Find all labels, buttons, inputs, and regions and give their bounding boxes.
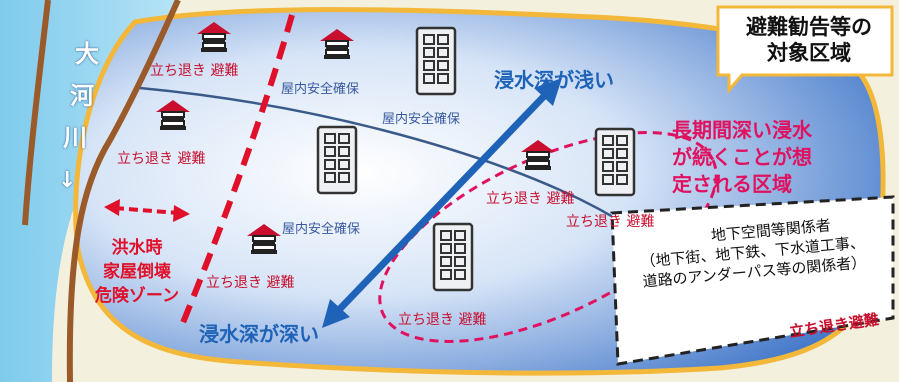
riverbank-right	[66, 0, 181, 382]
depth-arrow-icon	[322, 78, 562, 328]
danger-zone-label: 洪水時 家屋倒壊 危険ゾーン	[94, 238, 180, 306]
target-area-label: 避難勧告等の 対象区域	[746, 15, 872, 65]
evac-label-right-building: 立ち退き 避難	[566, 214, 655, 230]
indoor-label-building: 屋内安全確保	[382, 112, 461, 127]
evac-label-right-house: 立ち退き 避難	[486, 191, 575, 207]
evac-label-bottom: 立ち退き 避難	[206, 275, 295, 291]
river-char-2: 河	[70, 82, 94, 110]
callout-box	[716, 5, 894, 95]
evac-label-bottom-building: 立ち退き 避難	[398, 312, 487, 328]
riverbank-left	[22, 0, 51, 226]
building-icon	[415, 26, 457, 96]
evac-label-top: 立ち退き 避難	[150, 63, 239, 79]
shallow-depth-label: 浸水深が浅い	[494, 68, 614, 92]
deep-depth-label: 浸水深が深い	[199, 322, 319, 346]
building-icon	[432, 222, 474, 292]
underground-box	[610, 195, 895, 366]
indoor-label-top: 屋内安全確保	[281, 82, 360, 97]
evac-label-left: 立ち退き 避難	[117, 151, 206, 167]
double-arrow-icon	[104, 199, 190, 222]
building-icon	[316, 125, 358, 195]
river-flow-arrow: ↓	[58, 168, 77, 193]
river-char-1: 大	[75, 40, 99, 68]
building-icon	[594, 127, 636, 197]
river-char-3: 川	[63, 124, 87, 152]
indoor-label-center: 屋内安全確保	[282, 222, 361, 237]
danger-zone-boundary	[177, 14, 295, 332]
long-flood-label: 長期間深い浸水 が続くことが想 定される区域	[672, 118, 812, 196]
river	[0, 0, 178, 382]
long-flood-zone	[378, 131, 718, 343]
